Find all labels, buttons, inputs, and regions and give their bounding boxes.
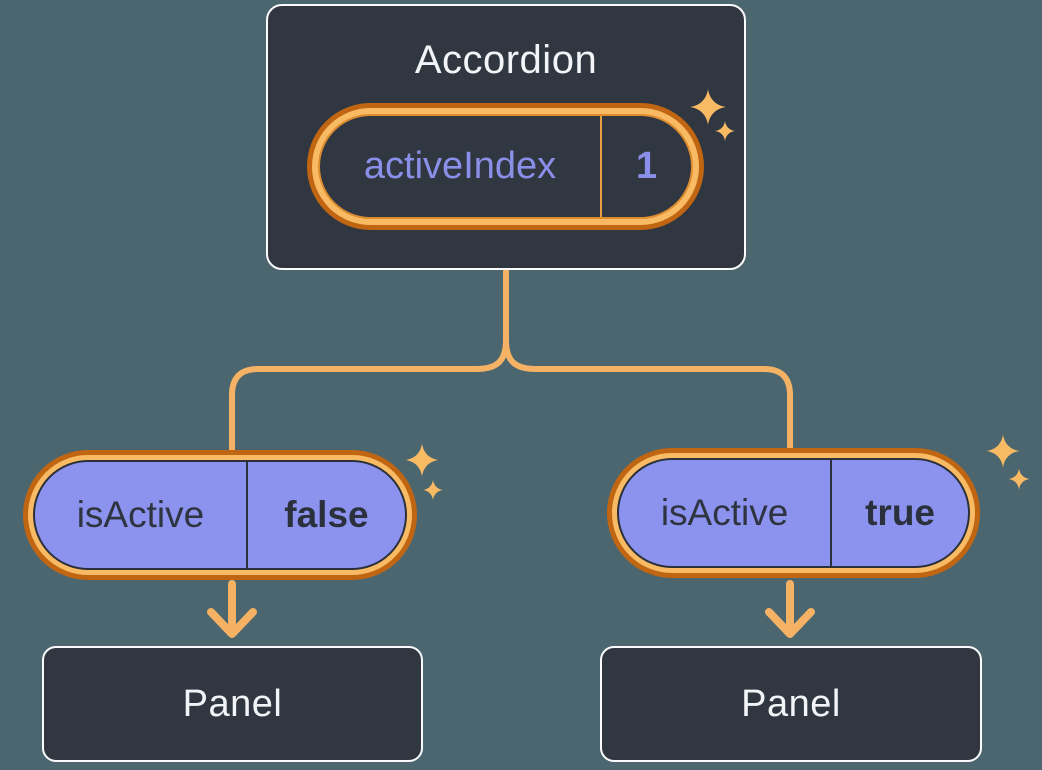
panel-label: Panel [741, 682, 841, 725]
prop-pill-label: isActive [76, 494, 205, 535]
state-pill-label: activeIndex [363, 145, 557, 187]
prop-pill-value: true [830, 460, 968, 566]
panel-component-box-left: Panel [42, 646, 423, 762]
prop-pill-label: isActive [660, 492, 789, 533]
active-index-state-pill: activeIndex 1 [307, 103, 704, 230]
active-index-state-pill-inner: activeIndex 1 [318, 114, 693, 219]
is-active-pill-left: isActive false [23, 450, 417, 580]
is-active-pill-left-inner: isActive false [33, 460, 407, 570]
connector-branch-right [503, 337, 793, 455]
is-active-pill-right-inner: isActive true [617, 458, 970, 568]
connector-branch-left [229, 337, 509, 455]
prop-pill-value: false [245, 462, 405, 568]
panel-component-box-right: Panel [600, 646, 982, 762]
accordion-title: Accordion [414, 38, 598, 82]
arrow-left-head-icon [207, 608, 257, 638]
arrow-right-head-icon [765, 608, 815, 638]
state-pill-value: 1 [600, 116, 691, 217]
panel-label: Panel [182, 682, 283, 725]
is-active-pill-right: isActive true [607, 448, 980, 578]
